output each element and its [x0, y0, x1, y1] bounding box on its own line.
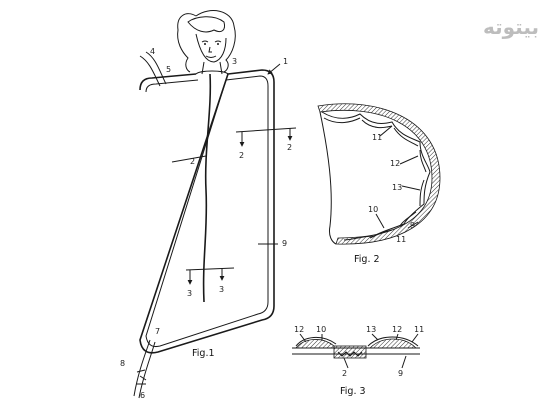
fig3-ref-13: 13 [366, 325, 376, 334]
fig3-ref-9: 9 [398, 369, 403, 378]
fig1-ref-3: 3 [232, 57, 237, 66]
fig1-caption: Fig.1 [192, 348, 215, 359]
fig1-section-2-left: 2 [239, 151, 244, 160]
fig3-ref-2: 2 [342, 369, 347, 378]
fig2-caption: Fig. 2 [354, 254, 380, 265]
fig2-drawing [317, 103, 441, 245]
fig1-drawing [133, 10, 297, 399]
fig1-ref-1: 1 [283, 57, 288, 66]
woman-head-illustration [177, 10, 236, 75]
watermark-logo: بیتوته [483, 15, 539, 39]
fig3-drawing [292, 333, 420, 369]
fig1-ref-2: 2 [190, 157, 195, 166]
fig1-section-3-right: 3 [219, 285, 224, 294]
fig3-ref-11: 11 [414, 325, 424, 334]
fig3-ref-10: 10 [316, 325, 326, 334]
fig1-ref-6: 6 [140, 391, 145, 400]
fig1-ref-4: 4 [150, 47, 155, 56]
fig1-ref-8: 8 [120, 359, 125, 368]
fig2-ref-11-top: 11 [372, 133, 382, 142]
fig2-ref-12: 12 [390, 159, 400, 168]
fig1-ref-7: 7 [155, 327, 160, 336]
fig2-ref-13: 13 [392, 183, 402, 192]
fig2-ref-9: 9 [410, 221, 415, 230]
fig2-ref-10: 10 [368, 205, 378, 214]
fig1-section-2-right: 2 [287, 143, 292, 152]
fig3-ref-12-right: 12 [392, 325, 402, 334]
watermark-text: بیتوته [483, 15, 539, 39]
fig1-section-3-left: 3 [187, 289, 192, 298]
fig1-ref-5: 5 [166, 65, 171, 74]
fig1-ref-9: 9 [282, 239, 287, 248]
fig3-caption: Fig. 3 [340, 386, 366, 397]
fig2-ref-11-bottom: 11 [396, 235, 406, 244]
fig3-ref-12-left: 12 [294, 325, 304, 334]
